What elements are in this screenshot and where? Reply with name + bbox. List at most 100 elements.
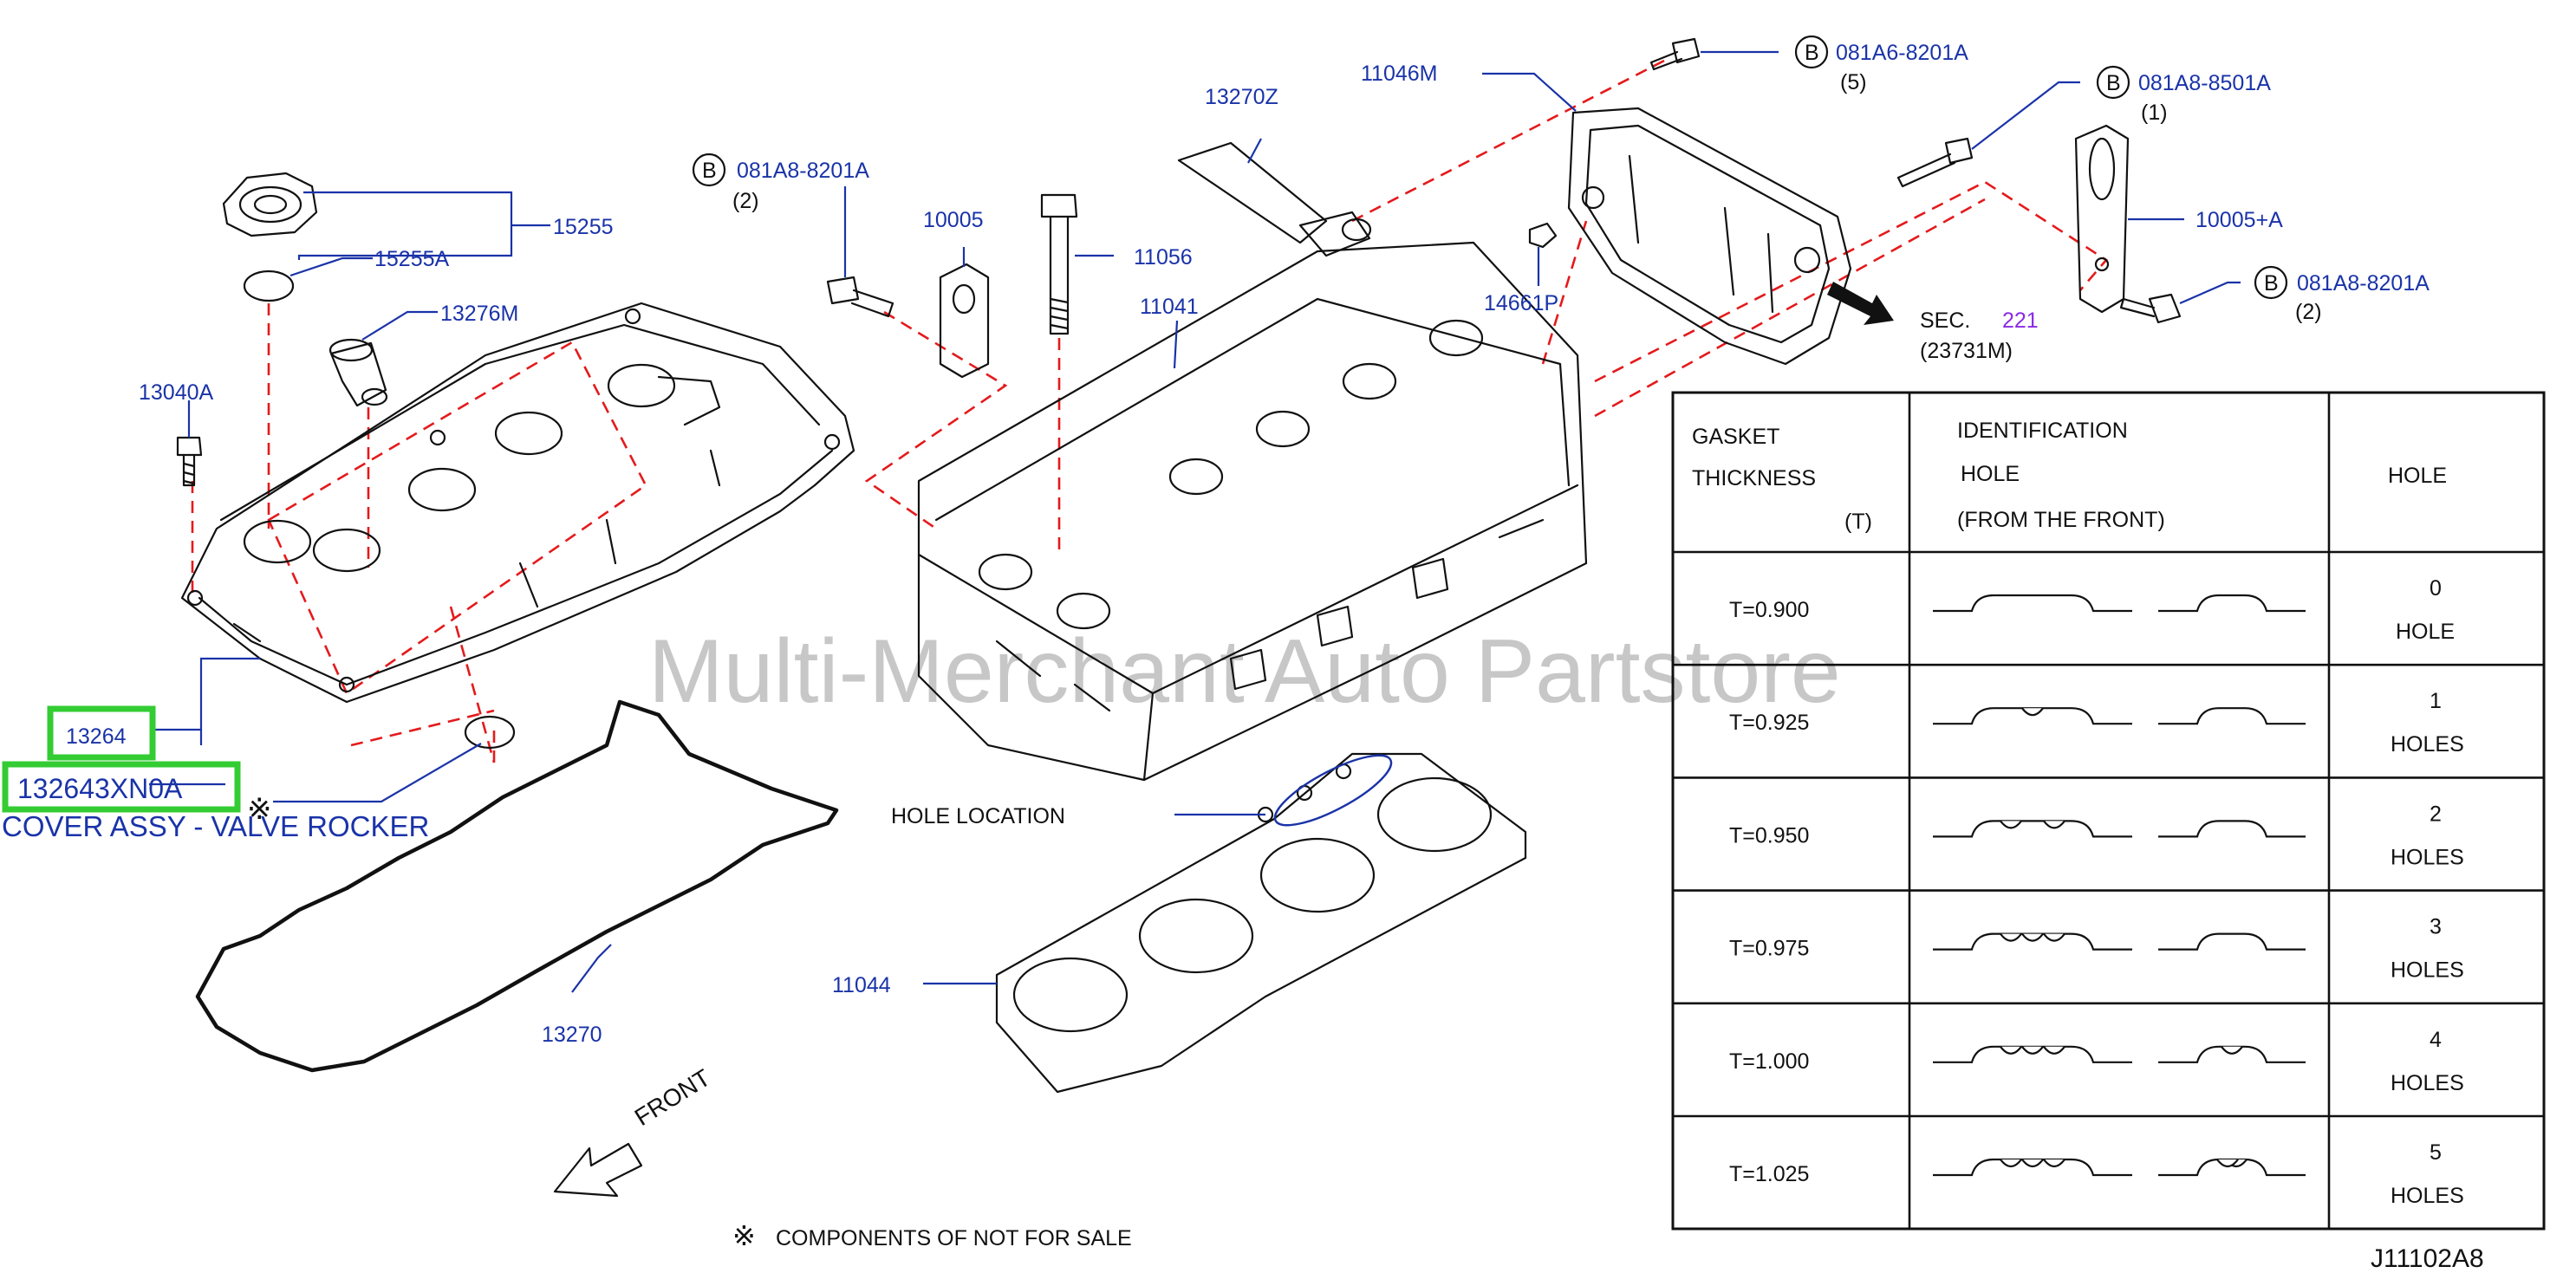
identification-hole: [2043, 820, 2065, 829]
label-11041[interactable]: 11041: [1140, 295, 1199, 319]
b-marker: B: [2264, 271, 2279, 296]
bolt-label-8501a[interactable]: B 081A8-8501A (1): [2096, 65, 2271, 125]
valve-rocker-cover: [180, 302, 855, 704]
hole-unit: HOLE: [2396, 620, 2455, 644]
identification-hole: [2021, 707, 2044, 717]
sec-prefix: SEC.: [1920, 309, 1970, 333]
hole-location-marker: [1273, 754, 1393, 827]
identification-hole: [2216, 1159, 2239, 1168]
cylinder-head: [917, 241, 1588, 782]
identification-profile: [2158, 932, 2306, 951]
identification-hole: [2000, 1159, 2022, 1168]
header-hole-count: HOLE: [2388, 464, 2447, 488]
identification-hole: [2021, 1159, 2044, 1168]
label-11046m[interactable]: 11046M: [1361, 62, 1438, 86]
identification-hole: [2021, 1046, 2044, 1055]
identification-profile: [2158, 707, 2306, 725]
o-ring-15255a: [243, 270, 295, 302]
bolt-code-right: 081A8-8201A: [2297, 271, 2430, 296]
thickness-value: T=0.975: [1729, 937, 1809, 961]
hole-unit: HOLES: [2391, 845, 2464, 869]
b-circle-icon: [2254, 265, 2288, 300]
bolt-081a8-8201a-left: [826, 276, 894, 318]
bolt-081a6-8201a: [1649, 37, 1701, 71]
b-marker: B: [2106, 71, 2121, 95]
label-11056[interactable]: 11056: [1134, 245, 1193, 270]
bracket-10005: [939, 263, 990, 379]
identification-hole: [2043, 1159, 2065, 1168]
sec-arrow-icon: [1827, 282, 1894, 325]
label-13276m[interactable]: 13276M: [440, 302, 518, 326]
hole-unit: HOLES: [2391, 1071, 2464, 1095]
bolt-qty-081a6: (5): [1840, 70, 1867, 94]
label-14661p[interactable]: 14661P: [1484, 291, 1558, 315]
hole-count: 4: [2430, 1028, 2442, 1052]
b-circle-icon: [2096, 65, 2130, 100]
bracket-10005a: [2074, 124, 2130, 314]
head-gasket-11044: [995, 752, 1527, 1094]
nonsale-mark: ※: [247, 793, 272, 826]
identification-hole: [2221, 1046, 2243, 1055]
thickness-value: T=0.925: [1729, 711, 1809, 735]
rear-cover-11046m: [1567, 107, 1852, 366]
label-15255a[interactable]: 15255A: [374, 247, 450, 271]
identification-hole: [2043, 932, 2065, 942]
diagram-code: J11102A8: [2371, 1244, 2484, 1273]
sec-reference[interactable]: SEC. 221 (23731M): [1920, 309, 2039, 363]
cover-description: COVER ASSY - VALVE ROCKER: [2, 810, 429, 842]
thickness-value: T=0.950: [1729, 823, 1809, 848]
identification-profile: [1933, 594, 2132, 613]
bolt-label-left[interactable]: B 081A8-8201A (2): [692, 153, 869, 213]
label-132643xn0a[interactable]: 132643XN0A: [17, 773, 183, 804]
header-t: (T): [1844, 510, 1872, 534]
header-thickness: THICKNESS: [1692, 466, 1816, 490]
hole-location-label: HOLE LOCATION: [891, 804, 1065, 828]
identification-hole: [2000, 1046, 2022, 1055]
label-10005a[interactable]: 10005+A: [2195, 208, 2283, 232]
hole-unit: HOLES: [2391, 1184, 2464, 1208]
label-13264[interactable]: 13264: [66, 724, 127, 749]
label-13270[interactable]: 13270: [542, 1023, 602, 1047]
thickness-value: T=1.025: [1729, 1162, 1809, 1186]
sec-number: 221: [2002, 309, 2039, 333]
label-13270z[interactable]: 13270Z: [1205, 85, 1278, 109]
bolt-13040a: [176, 436, 203, 487]
hole-count: 3: [2430, 915, 2442, 939]
label-13040a[interactable]: 13040A: [139, 380, 214, 405]
front-arrow-icon: [553, 1142, 643, 1198]
identification-hole: [2043, 1046, 2065, 1055]
label-11044[interactable]: 11044: [832, 973, 891, 997]
highlight-13264: [47, 705, 156, 761]
gasket-thickness-table: GASKET THICKNESS (T) IDENTIFICATION HOLE…: [1671, 391, 2546, 1231]
identification-hole: [2021, 932, 2044, 942]
breather-13276m: [329, 338, 388, 407]
bolt-qty-8501a: (1): [2141, 101, 2168, 125]
label-10005[interactable]: 10005: [923, 208, 984, 232]
bolt-11056: [1040, 193, 1078, 335]
bolt-081a8-8201a-right: [2119, 293, 2182, 324]
bolt-081a8-8501a: [1896, 137, 1974, 188]
leader-lines: [149, 50, 2241, 993]
bolt-label-right[interactable]: B 081A8-8201A (2): [2254, 265, 2430, 324]
bolt-qty-right: (2): [2295, 300, 2322, 324]
b-marker: B: [702, 159, 717, 183]
identification-profile: [1933, 820, 2132, 838]
bolt-code-left: 081A8-8201A: [737, 159, 869, 183]
label-15255[interactable]: 15255: [553, 215, 614, 239]
plug-14661p: [1528, 222, 1558, 249]
header-hole: HOLE: [1961, 462, 2020, 486]
hole-count: 0: [2430, 576, 2442, 601]
identification-profile: [2158, 594, 2306, 613]
rocker-cover-gasket: [195, 699, 839, 1073]
bolt-label-081a6[interactable]: B 081A6-8201A (5): [1794, 35, 1968, 94]
bolt-code-081a6: 081A6-8201A: [1836, 41, 1968, 65]
watermark: Multi-Merchant Auto Partstore: [648, 621, 1841, 722]
footnote-symbol: ※: [732, 1220, 756, 1251]
b-marker: B: [1805, 41, 1819, 65]
thickness-value: T=1.000: [1729, 1049, 1809, 1074]
b-circle-icon: [692, 153, 726, 187]
b-circle-icon: [1794, 35, 1829, 69]
table-rows: T=0.9000HOLET=0.9251HOLEST=0.9502HOLEST=…: [1673, 576, 2544, 1208]
identification-hole: [2000, 820, 2022, 829]
footnote: ※ COMPONENTS OF NOT FOR SALE: [732, 1220, 1132, 1251]
